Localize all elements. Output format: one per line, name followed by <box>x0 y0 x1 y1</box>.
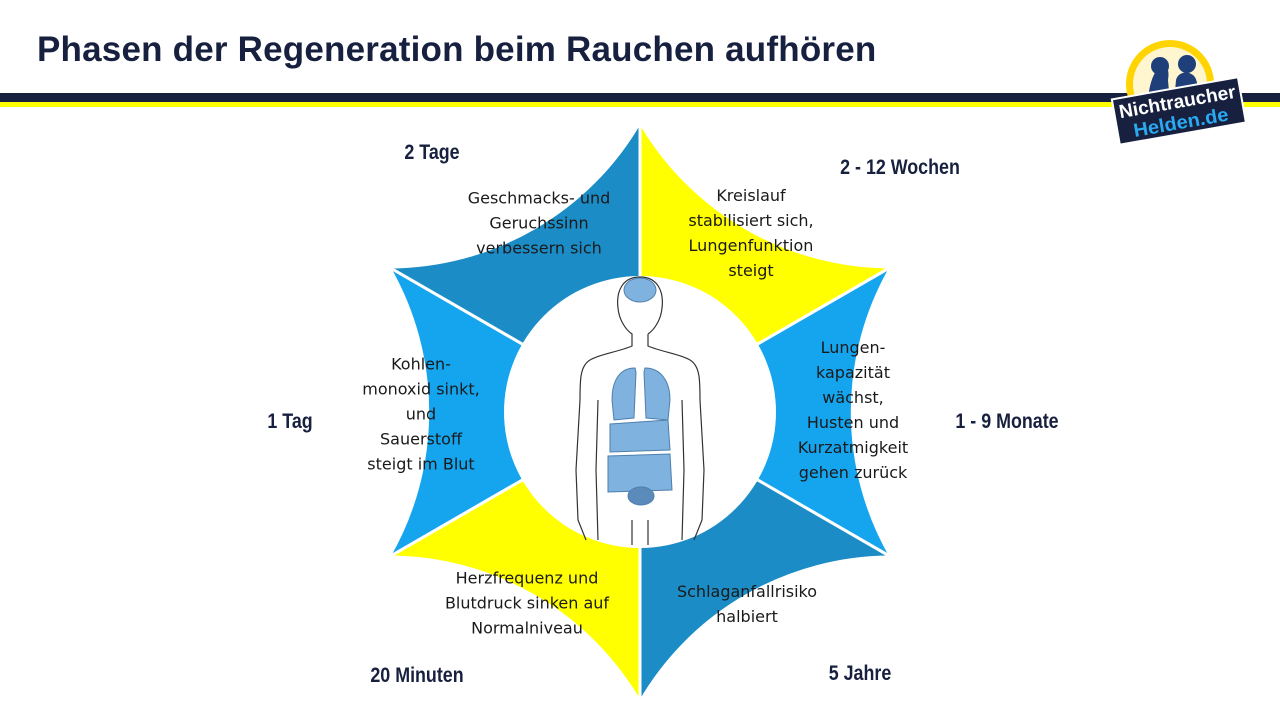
description-line: Blutdruck sinken auf <box>444 593 610 613</box>
phase-label: 1 Tag <box>267 410 313 433</box>
description-line: Kohlen- <box>391 354 451 374</box>
description-line: Herzfrequenz und <box>455 568 599 588</box>
phase-label: 5 Jahre <box>828 662 892 685</box>
phase-label: 2 Tage <box>404 141 460 164</box>
human-body-icon <box>575 276 705 545</box>
description-line: Lungen- <box>820 338 886 357</box>
description-line: halbiert <box>716 607 778 626</box>
phase-label: 1 - 9 Monate <box>955 410 1059 433</box>
page-title: Phasen der Regeneration beim Rauchen auf… <box>37 30 877 69</box>
description-line: monoxid sinkt, <box>362 379 480 399</box>
center-circle <box>504 276 776 548</box>
description-line: stabilisiert sich, <box>688 211 814 230</box>
description-line: wächst, <box>822 388 884 407</box>
title-divider-yellow <box>0 102 1280 107</box>
description-line: Geschmacks- und <box>467 188 611 208</box>
description-line: Lungenfunktion <box>688 236 814 255</box>
description-line: und <box>405 404 437 424</box>
description-line: Husten und <box>806 413 900 432</box>
description-line: Sauerstoff <box>380 429 462 449</box>
phase-label: 20 Minuten <box>370 664 464 687</box>
segment-description: Schlaganfallrisiko halbiert <box>677 579 817 629</box>
description-line: steigt <box>728 261 774 280</box>
description-line: Schlaganfallrisiko <box>676 582 818 601</box>
description-line: Normalniveau <box>471 618 583 638</box>
segment-description: Kreislauf stabilisiert sich, Lungenfunktio… <box>688 183 813 283</box>
description-line: Geruchssinn <box>489 213 589 233</box>
phase-label: 2 - 12 Wochen <box>840 156 960 179</box>
description-line: Kurzatmigkeit <box>797 438 909 457</box>
description-line: kapazität <box>816 363 890 382</box>
title-divider-navy <box>0 93 1280 102</box>
description-line: steigt im Blut <box>367 454 475 474</box>
nichtraucher-helden-logo: Nichtraucher Helden.de <box>1110 40 1248 146</box>
description-line: gehen zurück <box>798 463 908 482</box>
organs-icon <box>607 277 673 506</box>
description-line: verbessern sich <box>476 238 602 258</box>
description-line: Kreislauf <box>716 186 786 205</box>
